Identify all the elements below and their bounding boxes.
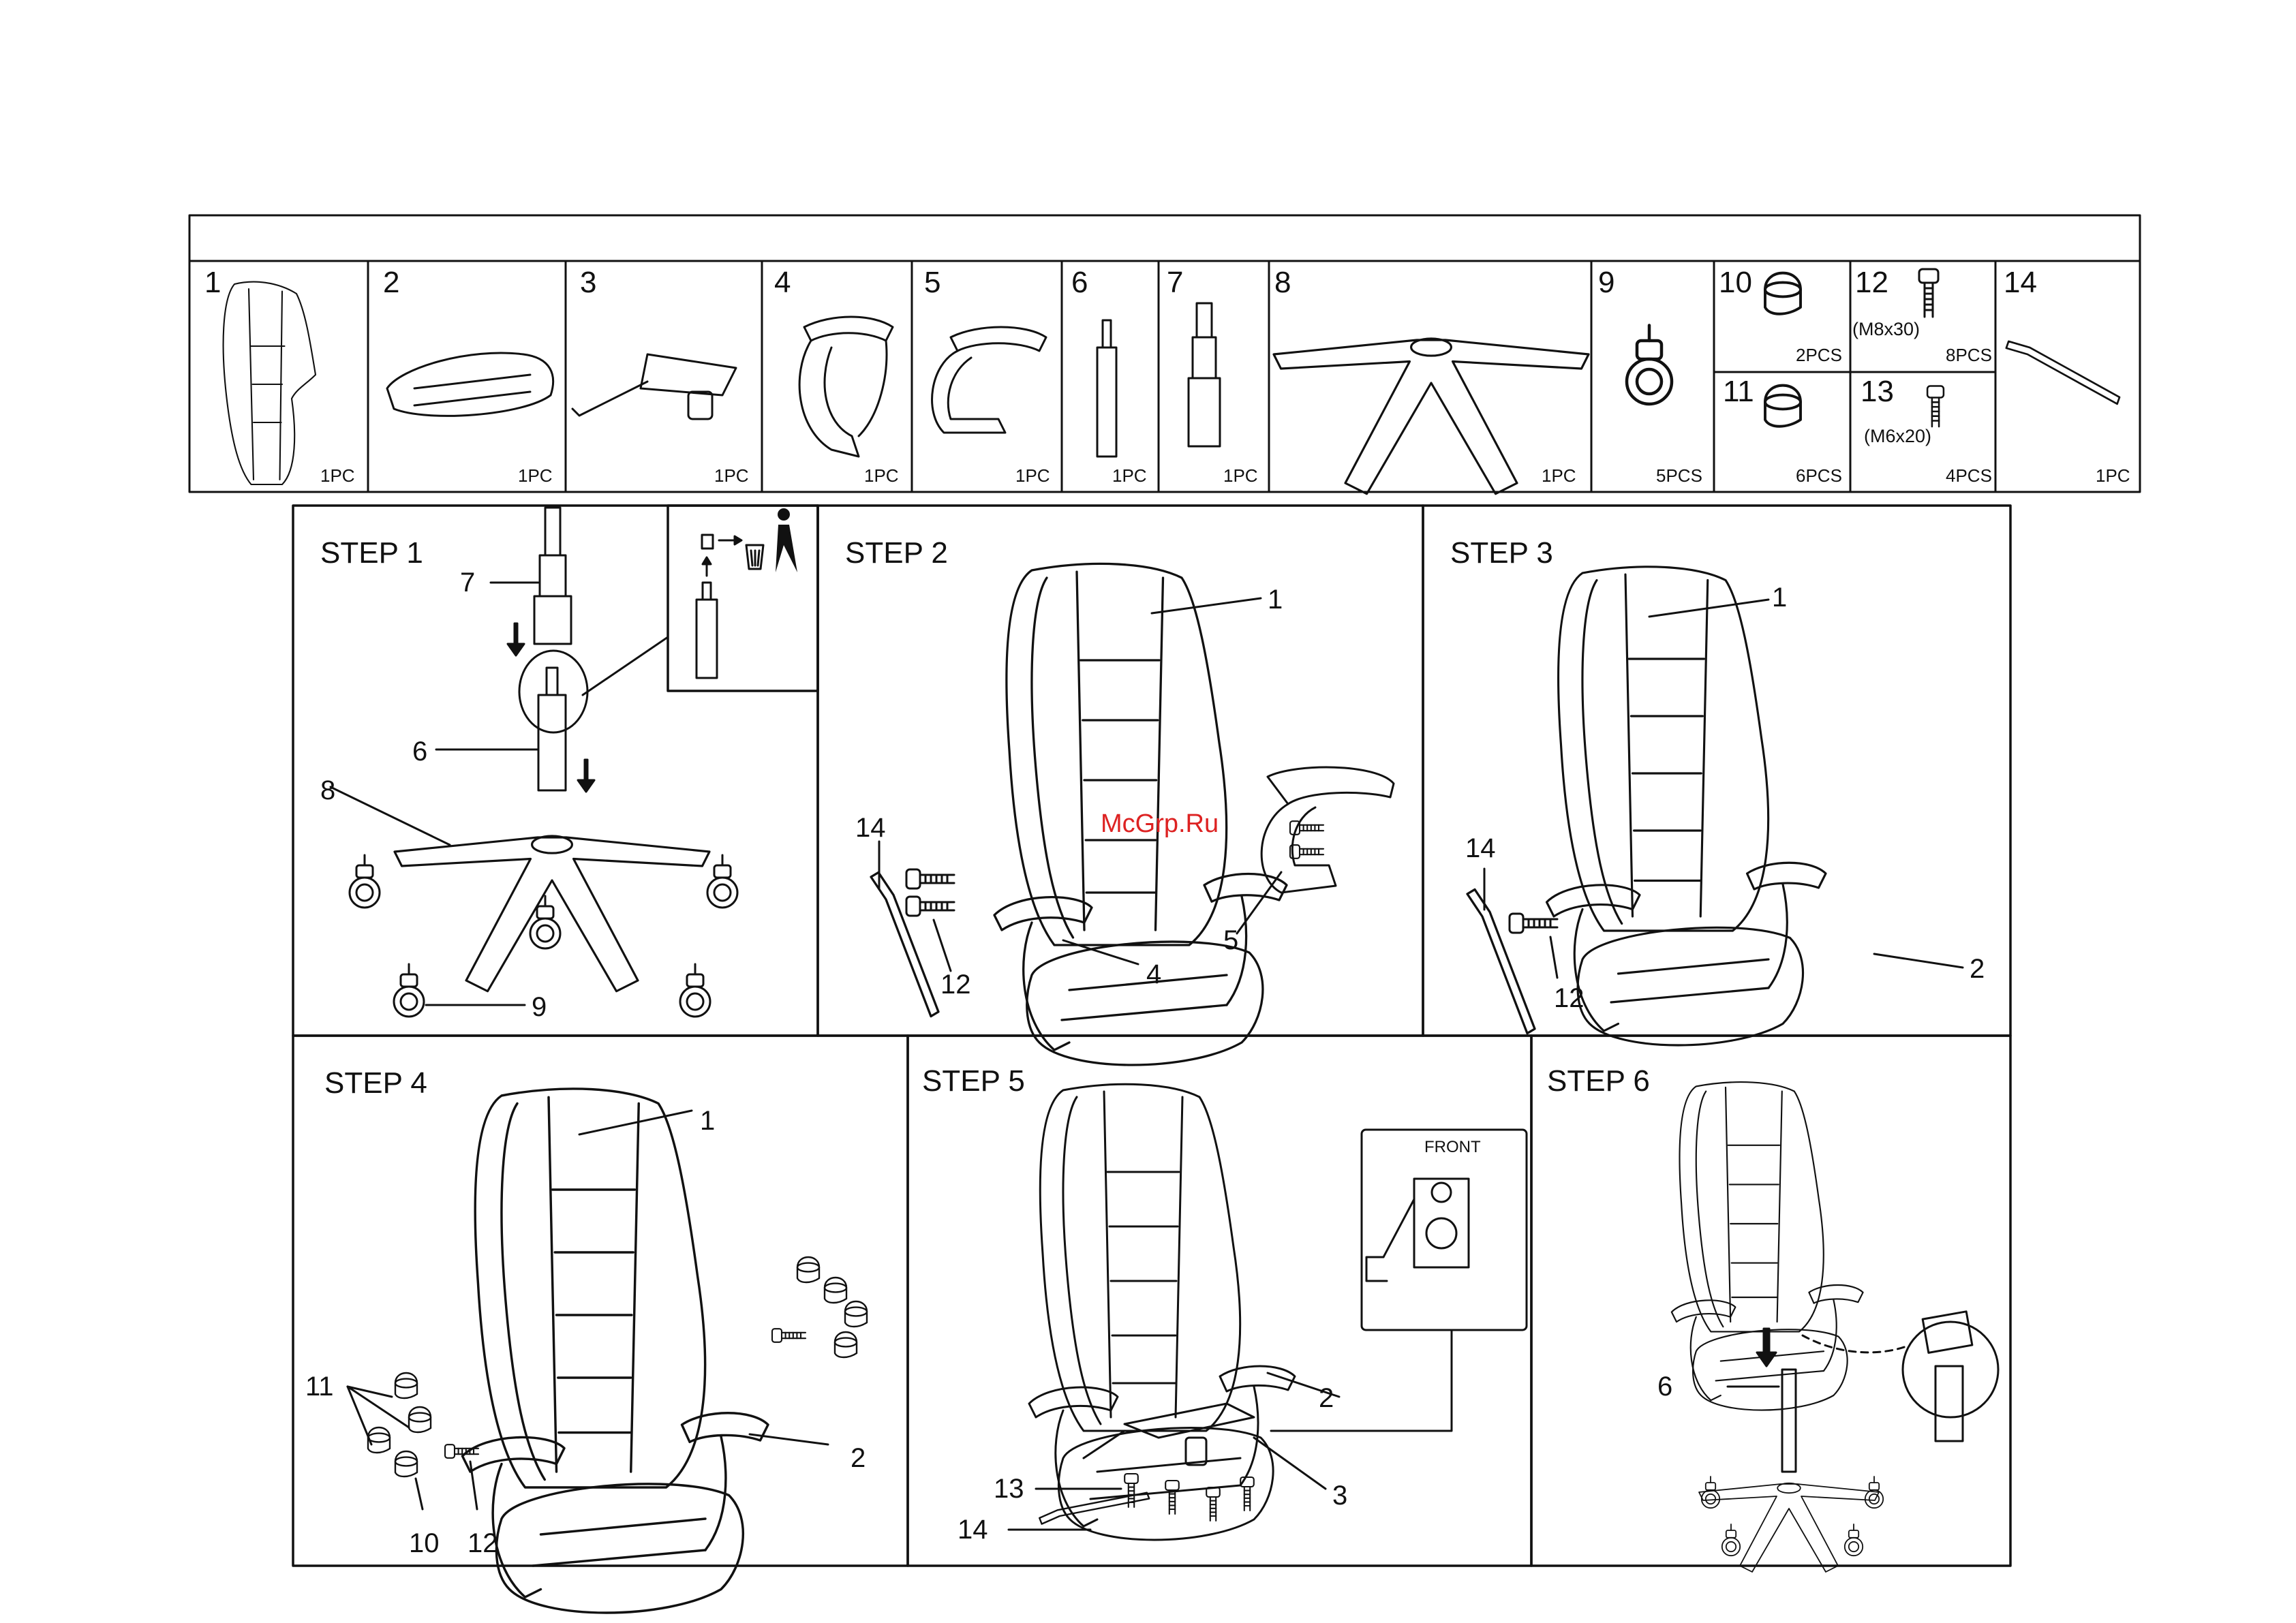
part-spec-12: (M8x30): [1852, 320, 1920, 339]
step1-drawing: [331, 508, 797, 1017]
watermark: McGrp.Ru: [1101, 811, 1219, 837]
step-5-label-front: FRONT: [1424, 1139, 1481, 1156]
step3-drawing: [1467, 567, 1963, 1045]
step-3-label-12: 12: [1554, 985, 1585, 1012]
step-2-label-14: 14: [855, 814, 886, 841]
arrow-down-icon: [578, 760, 594, 792]
part-number-8: 8: [1274, 268, 1291, 298]
parts-table: [189, 215, 2140, 494]
step-1-title: STEP 1: [320, 538, 423, 568]
step-1-label-7: 7: [460, 569, 475, 596]
step-5-title: STEP 5: [922, 1066, 1025, 1096]
part-qty-4: 1PC: [864, 467, 899, 484]
part-number-14: 14: [2004, 268, 2037, 298]
part-qty-5: 1PC: [1015, 467, 1050, 484]
part-number-11: 11: [1723, 377, 1754, 407]
step-3-label-2: 2: [1970, 955, 1985, 983]
part-qty-11: 6PCS: [1796, 467, 1842, 484]
part-spec-13: (M6x20): [1864, 427, 1931, 446]
part-number-3: 3: [580, 268, 596, 298]
step-2-label-4: 4: [1146, 961, 1161, 988]
part-drawing-cap-10: [1765, 273, 1801, 314]
part-qty-2: 1PC: [518, 467, 553, 484]
step6-drawing: [1672, 1082, 1998, 1572]
arrow-down-icon: [508, 623, 524, 655]
part-number-6: 6: [1071, 268, 1088, 298]
part-qty-8: 1PC: [1542, 467, 1576, 484]
part-number-5: 5: [924, 268, 940, 298]
part-drawing-backrest: [224, 282, 316, 484]
part-number-10: 10: [1719, 268, 1752, 298]
step-5-label-3: 3: [1332, 1482, 1347, 1509]
part-drawing-bolt-12: [1919, 269, 1938, 317]
part-qty-12: 8PCS: [1946, 346, 1992, 364]
step-1-label-8: 8: [320, 777, 335, 804]
step-1-label-9: 9: [532, 993, 547, 1021]
part-qty-7: 1PC: [1223, 467, 1258, 484]
part-drawing-cap-11: [1765, 386, 1801, 427]
step-2-label-1: 1: [1268, 586, 1283, 613]
part-number-2: 2: [383, 268, 399, 298]
part-drawing-mechanism: [572, 354, 736, 419]
part-number-4: 4: [774, 268, 791, 298]
part-number-7: 7: [1167, 268, 1183, 298]
step-2-label-12: 12: [940, 971, 971, 998]
part-qty-13: 4PCS: [1946, 467, 1992, 484]
step-4-label-11: 11: [305, 1373, 334, 1400]
part-qty-3: 1PC: [714, 467, 749, 484]
part-drawing-seat: [387, 353, 553, 416]
step-4-label-2: 2: [851, 1444, 866, 1472]
part-qty-1: 1PC: [320, 467, 355, 484]
part-number-1: 1: [204, 268, 221, 298]
part-drawing-bolt-13: [1927, 386, 1944, 427]
step-5-label-13: 13: [994, 1475, 1024, 1502]
step-4-label-10: 10: [409, 1530, 440, 1557]
part-qty-10: 2PCS: [1796, 346, 1842, 364]
part-qty-14: 1PC: [2096, 467, 2130, 484]
part-qty-6: 1PC: [1112, 467, 1147, 484]
step-4-label-12: 12: [468, 1530, 498, 1557]
step-2-title: STEP 2: [845, 538, 948, 568]
part-number-13: 13: [1861, 377, 1894, 407]
part-drawing-armrest-right: [932, 327, 1046, 433]
part-qty-9: 5PCS: [1656, 467, 1702, 484]
step-6-label-6: 6: [1657, 1373, 1672, 1400]
part-drawing-gas-lift-cover: [1189, 303, 1220, 446]
part-drawing-armrest-left: [799, 317, 893, 457]
step-3-title: STEP 3: [1450, 538, 1553, 568]
step-5-label-2: 2: [1319, 1385, 1334, 1412]
part-drawing-allen-key: [2004, 310, 2122, 435]
part-drawing-caster: [1627, 326, 1672, 405]
part-number-12: 12: [1855, 268, 1888, 298]
step-3-label-14: 14: [1465, 835, 1496, 862]
step-6-title: STEP 6: [1547, 1066, 1650, 1096]
step-1-label-6: 6: [412, 738, 427, 765]
arrow-down-icon: [1757, 1329, 1776, 1366]
part-number-9: 9: [1598, 268, 1614, 298]
part-drawing-gas-lift: [1097, 320, 1116, 457]
step-3-label-1: 1: [1772, 584, 1787, 611]
step-4-title: STEP 4: [324, 1068, 427, 1098]
step-4-label-1: 1: [700, 1107, 715, 1134]
step-5-label-14: 14: [958, 1516, 988, 1543]
step-2-label-5: 5: [1223, 927, 1238, 954]
